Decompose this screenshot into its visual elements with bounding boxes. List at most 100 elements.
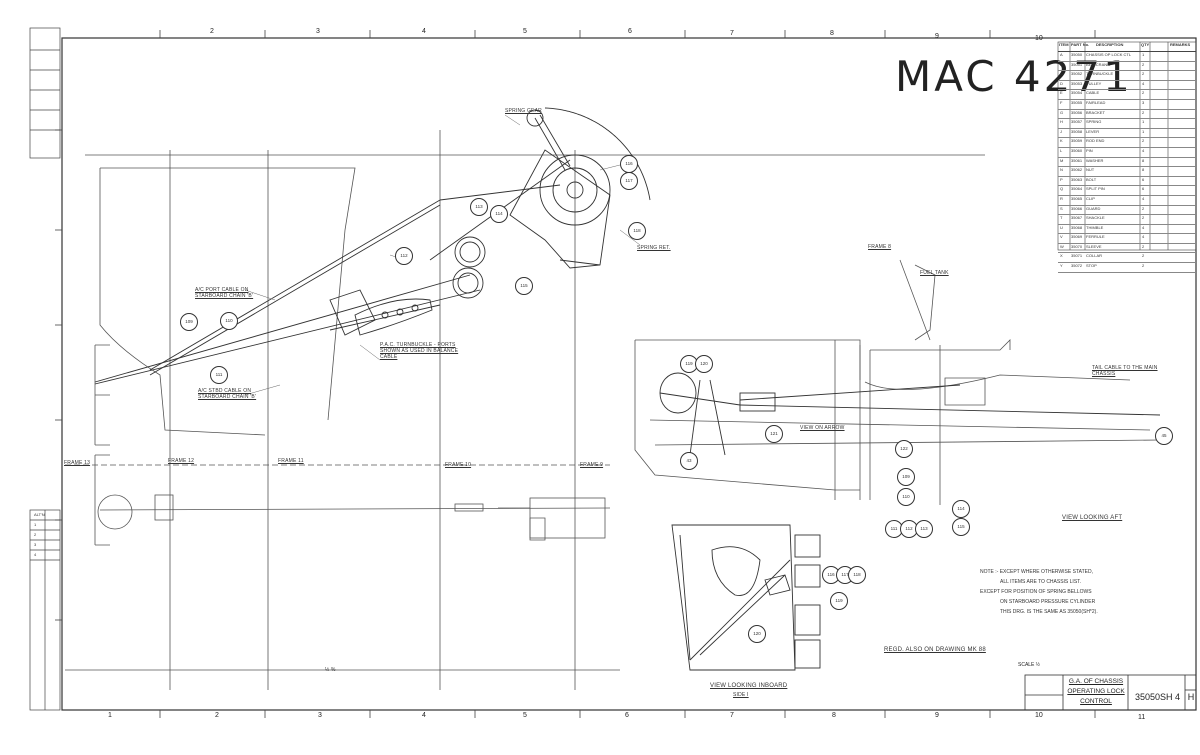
cell-description: TURNBUCKLE xyxy=(1086,71,1114,77)
balloon: 109 xyxy=(180,313,198,331)
cell-qty: 2 xyxy=(1142,215,1145,221)
balloon: 45 xyxy=(1155,427,1173,445)
cell-item: D xyxy=(1060,80,1063,86)
grid-col-3: 3 xyxy=(316,28,320,35)
plan-view-cables xyxy=(94,159,571,385)
col-part-no: PART No. xyxy=(1071,42,1090,47)
cell-item: V xyxy=(1060,234,1063,240)
cell-part-no: 35052 xyxy=(1071,71,1083,77)
cell-item: H xyxy=(1060,119,1063,125)
drawing-number: 35050SH 4 xyxy=(1134,692,1181,702)
grid-col-7: 7 xyxy=(730,30,734,37)
label-frame-c: FRAME 11 xyxy=(278,458,304,464)
balloon: 122 xyxy=(895,440,913,458)
grid-col-6-bottom: 6 xyxy=(625,712,629,719)
balloon: 114 xyxy=(490,205,508,223)
balloon: 43 xyxy=(680,452,698,470)
cell-description: WASHER xyxy=(1086,157,1104,163)
cell-qty: 4 xyxy=(1142,224,1145,230)
aft-view-cables xyxy=(659,372,1161,456)
label-tail-cable: TAIL CABLE TO THE MAIN CHASSIS xyxy=(1092,365,1158,377)
stamp-line: 3 xyxy=(34,542,37,547)
cell-item: L xyxy=(1060,147,1063,153)
cell-part-no: 35066 xyxy=(1071,205,1083,211)
cell-item: K xyxy=(1060,138,1063,144)
cell-description: SPLIT PIN xyxy=(1086,186,1105,192)
balloon: 113 xyxy=(915,520,933,538)
grid-col-3-bottom: 3 xyxy=(318,712,322,719)
cell-description: LEVER xyxy=(1086,128,1100,134)
cell-part-no: 35072 xyxy=(1071,263,1083,269)
label-spring-gear: SPRING GEAR xyxy=(505,108,542,114)
label-frame-f: FRAME 8 xyxy=(868,244,892,250)
label-aft-cable-a: A/C PORT CABLE ON STARBOARD CHAIN 'B' xyxy=(195,287,254,299)
label-also-see: REGD. ALSO ON DRAWING MK 88 xyxy=(884,647,986,653)
cell-qty: 8 xyxy=(1142,157,1145,163)
grid-col-9-bottom: 9 xyxy=(935,712,939,719)
sheet-letter: H xyxy=(1187,692,1195,702)
cell-qty: 1 xyxy=(1142,52,1145,57)
cell-description: NUT xyxy=(1086,167,1095,173)
col-item: ITEM xyxy=(1059,42,1069,47)
stamp-header: ALT'N xyxy=(34,512,45,517)
cell-qty: 4 xyxy=(1142,80,1145,86)
cell-part-no: 35061 xyxy=(1071,157,1083,163)
cell-item: E xyxy=(1060,90,1063,96)
grid-col-9: 9 xyxy=(935,33,939,40)
cell-item: J xyxy=(1060,128,1062,134)
cell-part-no: 35056 xyxy=(1071,109,1083,115)
cell-description: STOP xyxy=(1086,263,1097,269)
balloon: 117 xyxy=(620,172,638,190)
cell-item: Q xyxy=(1060,186,1064,192)
grid-ticks xyxy=(55,30,1096,718)
cell-description: SPRING xyxy=(1086,119,1102,125)
col-qty: QTY xyxy=(1141,42,1150,47)
parts-list-header: ITEM PART No. DESCRIPTION QTY REMARKS xyxy=(1058,42,1196,52)
cell-part-no: 35067 xyxy=(1071,215,1083,221)
balloon: 119 xyxy=(680,355,698,373)
cell-part-no: 35064 xyxy=(1071,186,1083,192)
cell-item: N xyxy=(1060,167,1063,173)
cell-qty: 2 xyxy=(1142,253,1145,259)
cell-description: BRACKET xyxy=(1086,109,1105,115)
cell-qty: 2 xyxy=(1142,138,1145,144)
cell-item: S xyxy=(1060,205,1063,211)
label-aft-cable-b: A/C STBD CABLE ON STARBOARD CHAIN 'B' xyxy=(198,388,257,400)
cell-qty: 4 xyxy=(1142,147,1145,153)
balloon: 109 xyxy=(897,468,915,486)
cell-part-no: 35059 xyxy=(1071,138,1083,144)
title-line-1: G.A. OF CHASSIS xyxy=(1068,678,1124,685)
inboard-view xyxy=(671,524,821,671)
cell-description: CLIP xyxy=(1086,195,1095,201)
cell-part-no: 35068 xyxy=(1071,224,1083,230)
balloon: 110 xyxy=(897,488,915,506)
cell-part-no: 35060 xyxy=(1071,147,1083,153)
note-line-3: EXCEPT FOR POSITION OF SPRING BELLOWS xyxy=(980,589,1092,595)
cell-qty: 1 xyxy=(1142,128,1145,134)
cell-item: B xyxy=(1060,61,1063,67)
label-view-inboard: VIEW LOOKING INBOARD xyxy=(710,683,788,689)
cell-item: F xyxy=(1060,99,1063,105)
cell-item: X xyxy=(1060,253,1063,259)
cell-description: CABLE xyxy=(1086,90,1100,96)
cell-qty: 1 xyxy=(1142,119,1145,125)
title-line-2: OPERATING LOCK xyxy=(1067,688,1125,695)
grid-col-11-bottom: 11 xyxy=(1138,714,1146,721)
cell-part-no: 35055 xyxy=(1071,99,1083,105)
cell-qty: 2 xyxy=(1142,263,1145,269)
cell-item: A xyxy=(1060,52,1063,57)
